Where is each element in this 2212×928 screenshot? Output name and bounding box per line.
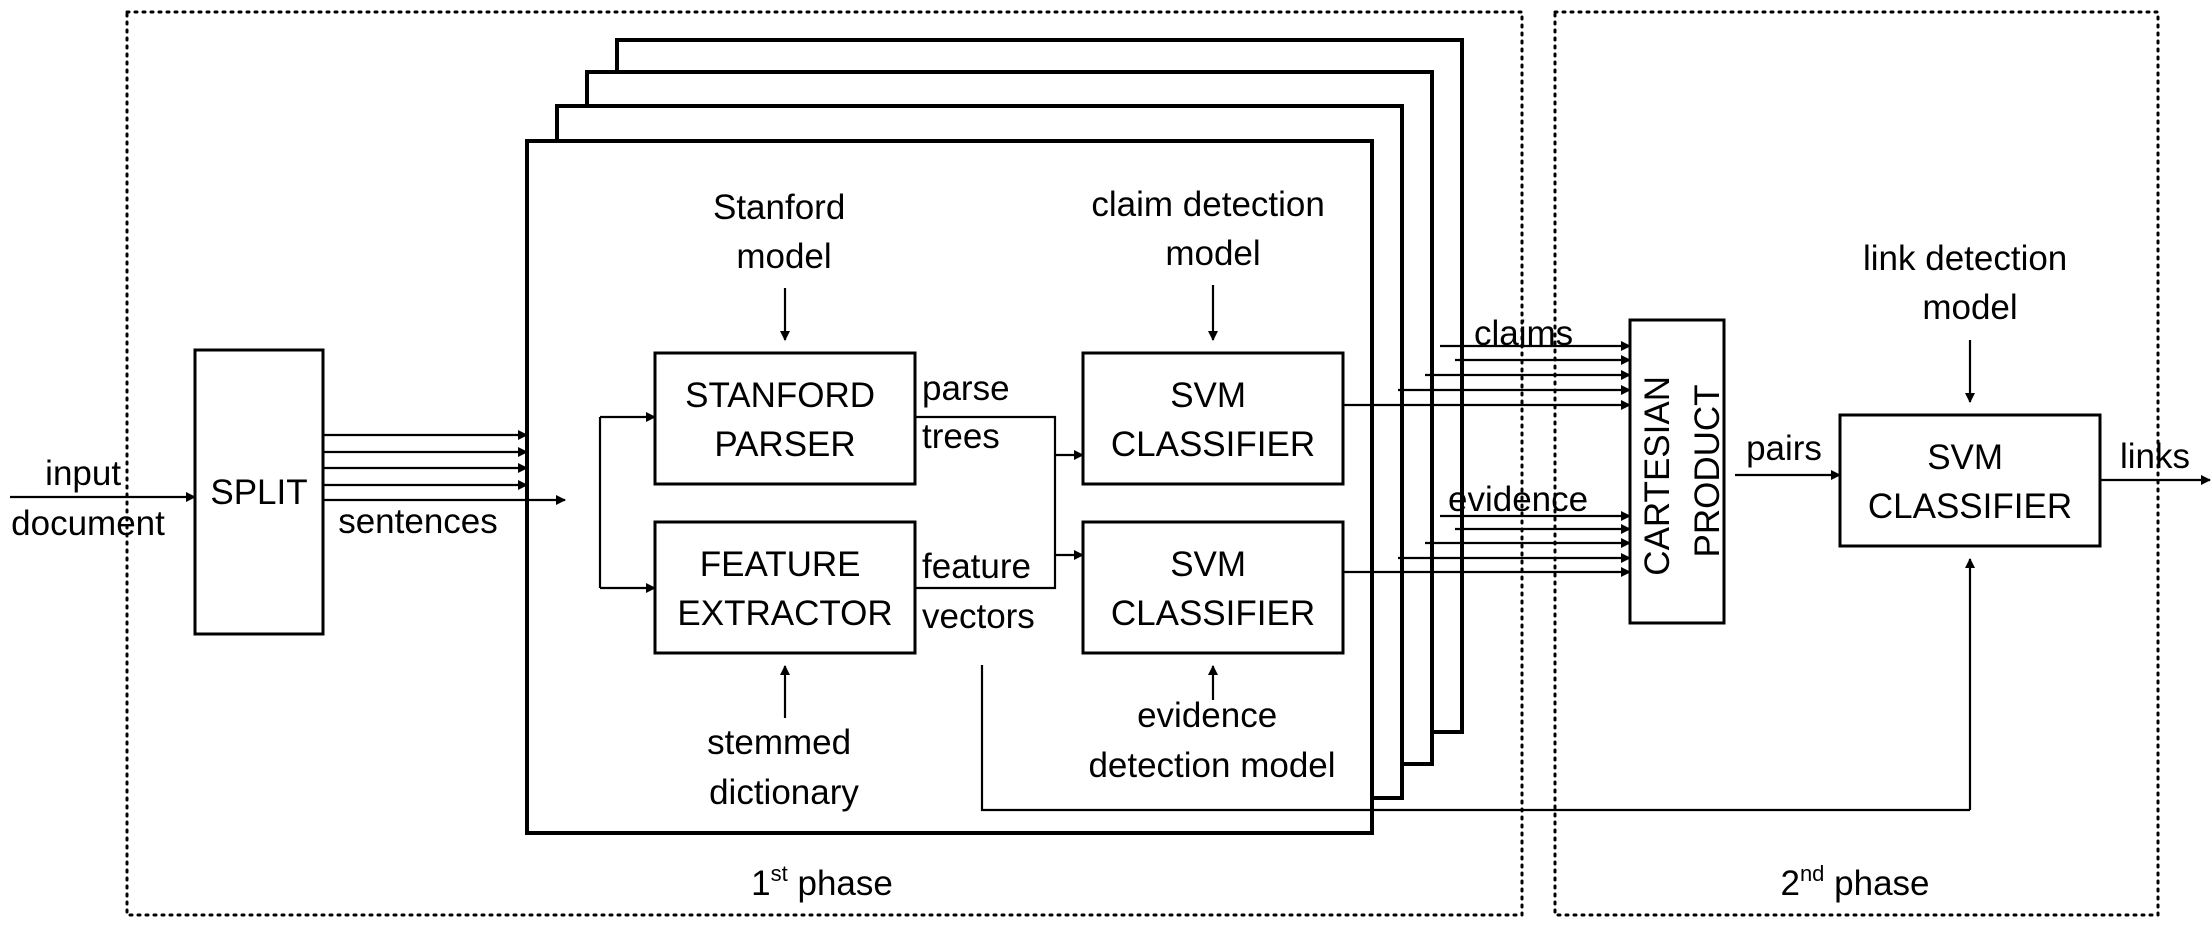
svm-links-box bbox=[1838, 413, 2102, 548]
claims-label: claims bbox=[1474, 314, 1573, 353]
feature-extractor-label: FEATURE EXTRACTOR bbox=[677, 545, 892, 633]
evidence-detection-model-label: evidence detection model bbox=[1088, 696, 1335, 785]
svm-evidence-box bbox=[1081, 520, 1345, 655]
svm-claims-box bbox=[1081, 351, 1345, 486]
cartesian-product-box bbox=[1628, 318, 1726, 625]
phase1-region bbox=[125, 10, 1524, 917]
phase1-label: 1st phase bbox=[751, 861, 893, 903]
claim-detection-model-label: claim detection model bbox=[1091, 185, 1334, 273]
parse-trees-path bbox=[915, 415, 1057, 455]
links-label: links bbox=[2120, 437, 2190, 476]
feature-extractor-box bbox=[653, 520, 917, 655]
parse-trees-label: parse trees bbox=[922, 369, 1019, 456]
phase2-label: 2nd phase bbox=[1780, 861, 1929, 903]
feature-vectors-link-path bbox=[980, 664, 1970, 812]
stanford-parser-box bbox=[653, 351, 917, 486]
stemmed-dictionary-label: stemmed dictionary bbox=[707, 723, 861, 812]
pairs-label: pairs bbox=[1746, 429, 1822, 468]
stack-frame-main bbox=[525, 139, 1374, 835]
feature-vectors-label: feature vectors bbox=[922, 547, 1041, 636]
cartesian-product-label: CARTESIAN PRODUCT bbox=[1638, 366, 1727, 575]
svm-links-label: SVM CLASSIFIER bbox=[1868, 438, 2072, 526]
svm-evidence-label: SVM CLASSIFIER bbox=[1111, 545, 1315, 633]
feature-vectors-path bbox=[915, 455, 1057, 590]
input-document-label: input document bbox=[11, 454, 165, 543]
split-label: SPLIT bbox=[210, 473, 307, 512]
stanford-model-label: Stanford model bbox=[713, 188, 855, 276]
link-detection-model-label: link detection model bbox=[1863, 239, 2077, 327]
sentences-label: sentences bbox=[338, 502, 498, 541]
stanford-parser-label: STANFORD PARSER bbox=[685, 376, 885, 464]
svm-claims-label: SVM CLASSIFIER bbox=[1111, 376, 1315, 464]
evidence-label: evidence bbox=[1448, 480, 1588, 519]
phase2-region bbox=[1553, 10, 2160, 917]
